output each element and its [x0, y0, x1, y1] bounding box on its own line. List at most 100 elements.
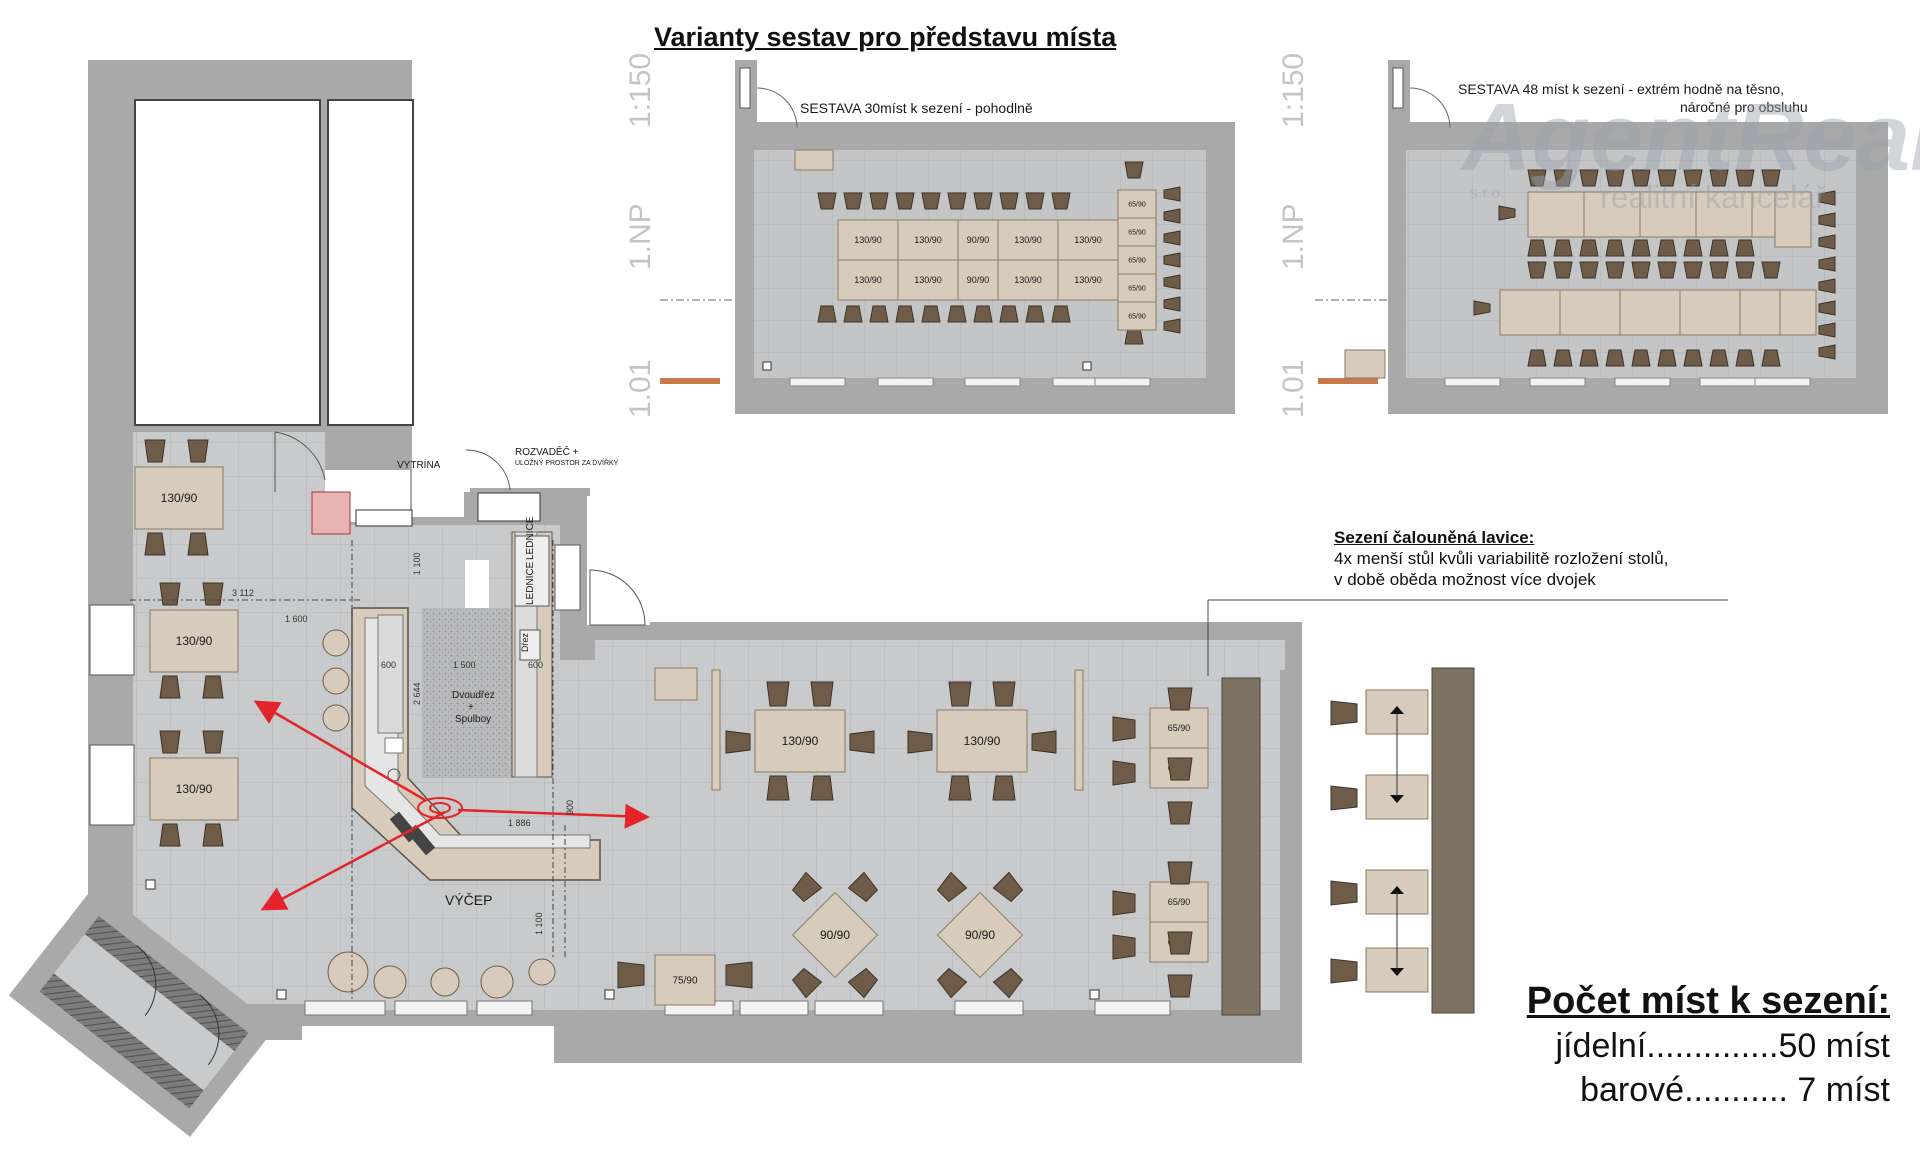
chair-icon	[1112, 716, 1136, 742]
chair-icon	[1163, 252, 1181, 268]
seating-summary: Počet míst k sezení: jídelní............…	[1470, 978, 1890, 1112]
dim-7: 1 886	[508, 818, 531, 828]
chair-icon	[1605, 169, 1625, 187]
table: 65/90	[1149, 707, 1209, 749]
chair-icon	[847, 967, 879, 999]
chair-icon	[187, 439, 209, 463]
chair-icon	[766, 681, 790, 707]
seating-bar: barové........... 7 míst	[1580, 1071, 1890, 1109]
chair-icon	[202, 823, 224, 847]
chair-icon	[1163, 208, 1181, 224]
table	[1774, 191, 1812, 248]
dim-6: 2 644	[412, 682, 422, 705]
chair-icon	[895, 305, 915, 323]
table-size-label: 65/90	[1128, 313, 1146, 320]
table: 130/90	[149, 757, 239, 821]
table: 130/90	[149, 609, 239, 673]
table: 130/90	[1057, 219, 1119, 261]
chair-icon	[617, 961, 645, 989]
chair-icon	[144, 532, 166, 556]
dim-9: 900	[565, 800, 575, 815]
table-size-label: 130/90	[964, 734, 1001, 748]
label-dvoudrez-3: Spulboy	[455, 714, 491, 725]
chair-icon	[1631, 261, 1651, 279]
table: 65/90	[1117, 301, 1157, 331]
table: 65/90	[1117, 217, 1157, 247]
table-size-label: 130/90	[854, 275, 882, 285]
dim-3: 600	[381, 660, 396, 670]
chair-icon	[1735, 261, 1755, 279]
table: 130/90	[997, 259, 1059, 301]
chair-icon	[1553, 261, 1573, 279]
agentreal-watermark: AgentReal s.r.o. realitní kancelář	[1460, 84, 1920, 215]
chair-icon	[1657, 349, 1677, 367]
table-size-label: 130/90	[782, 734, 819, 748]
chair-icon	[849, 730, 875, 754]
chair-icon	[1657, 169, 1677, 187]
chair-icon	[999, 192, 1019, 210]
chair-icon	[999, 305, 1019, 323]
scale-labels-left: 1:150 1.NP 1.01	[624, 53, 657, 418]
table-size-label: 130/90	[854, 235, 882, 245]
chair-icon	[187, 532, 209, 556]
chair-icon	[1683, 261, 1703, 279]
dim-2: 1 500	[453, 660, 476, 670]
scale-labels-right: 1:150 1.NP 1.01	[1277, 53, 1310, 418]
chair-icon	[1709, 261, 1729, 279]
arrow-up-icon	[1390, 886, 1404, 894]
chair-icon	[1818, 322, 1836, 338]
table: 130/90	[936, 709, 1028, 773]
chair-icon	[843, 305, 863, 323]
chair-icon	[817, 192, 837, 210]
chair-icon	[1761, 261, 1781, 279]
label-vycep: VÝČEP	[445, 892, 492, 908]
scale-floor-2: 1.NP	[1277, 203, 1310, 270]
bench-note-line2: v době oběda možnost více dvojek	[1334, 570, 1596, 589]
seating-dining: jídelní..............50 míst	[1555, 1027, 1890, 1065]
chair-icon	[1579, 239, 1599, 257]
chair-icon	[1163, 274, 1181, 290]
table-size-label: 130/90	[1074, 275, 1102, 285]
chair-icon	[1031, 730, 1057, 754]
chair-icon	[869, 192, 889, 210]
chair-icon	[921, 192, 941, 210]
scale-room-2: 1.01	[1277, 360, 1310, 418]
chair-icon	[1527, 239, 1547, 257]
chair-icon	[973, 305, 993, 323]
chair-icon	[1163, 296, 1181, 312]
table-size-label: 130/90	[914, 235, 942, 245]
table-size-label: 130/90	[1014, 235, 1042, 245]
dim-5: 1 100	[412, 552, 422, 575]
chair-icon	[1330, 785, 1358, 811]
chair-icon	[948, 681, 972, 707]
table-size-label: 130/90	[176, 634, 213, 648]
table-size-label: 65/90	[1168, 897, 1191, 907]
chair-icon	[810, 775, 834, 801]
label-vytrina: VYTRÍNA	[397, 458, 441, 471]
dim-0: 3 112	[232, 588, 254, 598]
variant-48-label-line1: SESTAVA 48 míst k sezení - extrém hodně …	[1458, 81, 1784, 97]
table-size-label: 65/90	[1128, 201, 1146, 208]
chair-icon	[1735, 169, 1755, 187]
watermark-brand: AgentReal	[1460, 84, 1920, 191]
chair-icon	[1330, 700, 1358, 726]
table: 65/90	[1117, 273, 1157, 303]
table-size-label: 65/90	[1128, 229, 1146, 236]
scale-ratio: 1:150	[624, 53, 657, 128]
chair-icon	[1818, 190, 1836, 206]
chair-icon	[1167, 974, 1193, 998]
scale-ratio-2: 1:150	[1277, 53, 1310, 128]
scale-floor: 1.NP	[624, 203, 657, 270]
chair-icon	[1683, 169, 1703, 187]
table-size-label: 90/90	[967, 275, 990, 285]
chair-icon	[1473, 300, 1491, 316]
arrow-down-icon	[1390, 795, 1404, 803]
chair-icon	[1631, 349, 1651, 367]
chair-icon	[1579, 349, 1599, 367]
chair-icon	[1167, 757, 1193, 781]
label-ulozny-prostor: ÚLOŽNÝ PROSTOR ZA DVÍŘKY	[515, 458, 619, 467]
arrow-up-icon	[1390, 706, 1404, 714]
bench-note-line1: 4x menší stůl kvůli variabilitě rozložen…	[1334, 549, 1669, 568]
